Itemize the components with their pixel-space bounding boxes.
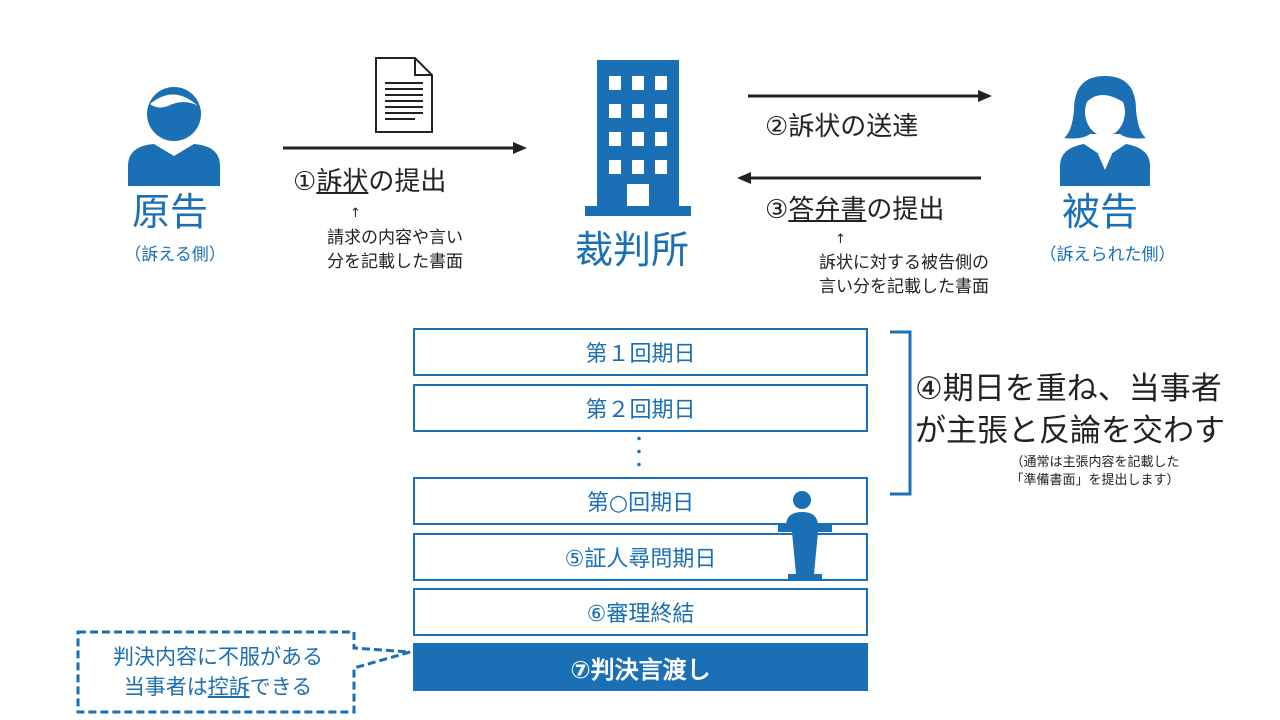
arrow-submit-icon bbox=[283, 142, 527, 154]
witness-podium-icon bbox=[778, 491, 832, 580]
bracket-icon bbox=[890, 330, 912, 496]
callout-bubble bbox=[76, 630, 411, 714]
plaintiff-sub: （訴える側） bbox=[124, 245, 226, 265]
step3-pointer: ↑ bbox=[835, 232, 846, 247]
step3-label: ③答弁書の提出 bbox=[765, 195, 945, 225]
step2-label: ②訴状の送達 bbox=[765, 112, 919, 142]
conclusion-box: ⑥審理終結 bbox=[413, 588, 868, 636]
document-icon bbox=[375, 57, 433, 133]
arrow-answer-icon bbox=[737, 172, 981, 184]
step1-note: 請求の内容や言い分を記載した書面 bbox=[327, 228, 463, 272]
arrow-deliver-icon bbox=[748, 90, 992, 102]
court-building-icon bbox=[585, 60, 691, 216]
step4-text: ④期日を重ね、当事者が主張と反論を交わす bbox=[915, 371, 1225, 449]
callout-text: 判決内容に不服がある当事者は控訴できる bbox=[113, 645, 323, 699]
hearing-1-box: 第１回期日 bbox=[413, 328, 868, 376]
step3-note: 訴状に対する被告側の言い分を記載した書面 bbox=[819, 253, 989, 297]
defendant-sub: （訴えられた側） bbox=[1039, 245, 1176, 265]
step4-note: （通常は主張内容を記載した「準備書面」を提出します） bbox=[1010, 455, 1180, 488]
plaintiff-label: 原告 bbox=[132, 190, 209, 234]
plaintiff-person-icon bbox=[128, 87, 220, 186]
step1-label: ①訴状の提出 bbox=[293, 167, 447, 197]
hearing-n-box: 第○回期日 bbox=[413, 477, 868, 525]
judgment-box: ⑦判決言渡し bbox=[413, 643, 868, 691]
step1-pointer: ↑ bbox=[350, 206, 361, 221]
ellipsis-dots: ・ ・ ・ bbox=[632, 432, 646, 474]
witness-exam-box: ⑤証人尋問期日 bbox=[413, 533, 868, 581]
court-label: 裁判所 bbox=[575, 228, 690, 272]
hearing-2-box: 第２回期日 bbox=[413, 384, 868, 432]
defendant-label: 被告 bbox=[1062, 190, 1139, 234]
defendant-person-icon bbox=[1060, 76, 1150, 186]
